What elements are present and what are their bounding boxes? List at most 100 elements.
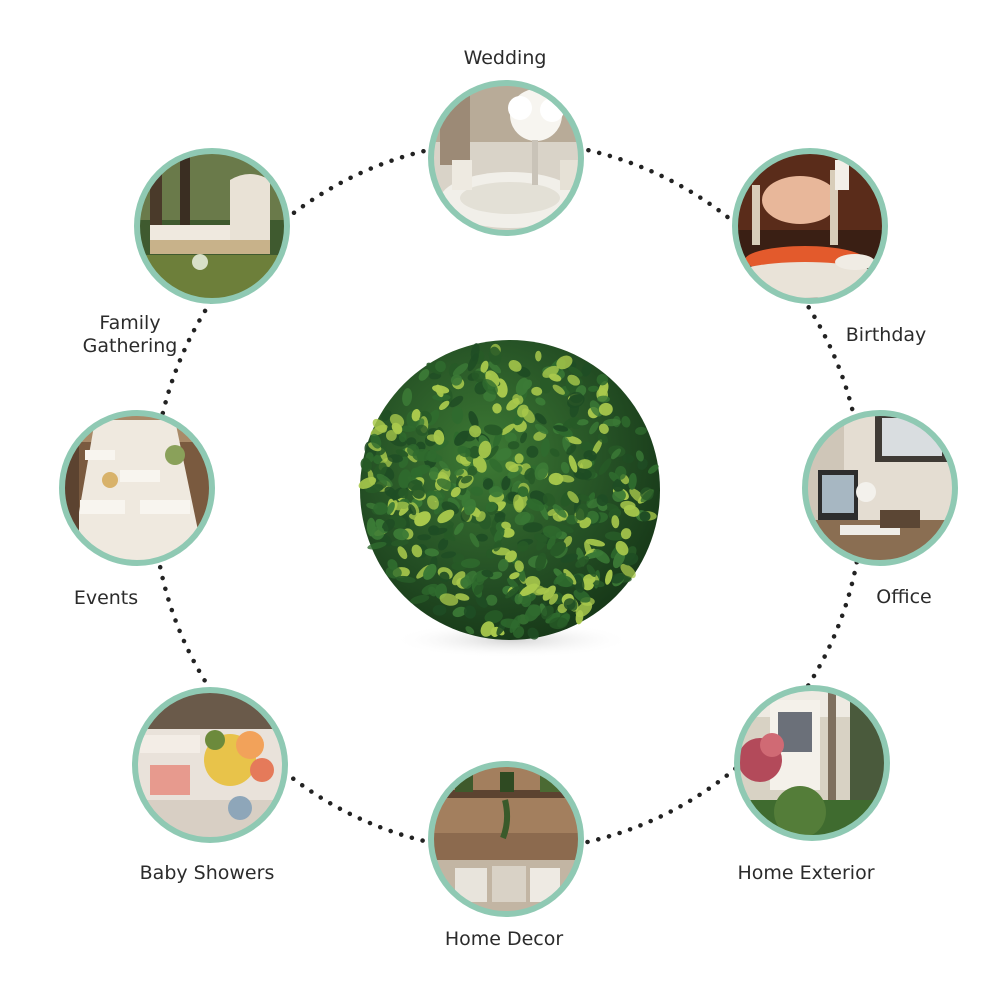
leaf xyxy=(592,580,605,588)
home-decor-photo-circle xyxy=(428,761,584,917)
leaf xyxy=(573,589,591,603)
leaf xyxy=(396,575,416,583)
leaf xyxy=(577,494,590,502)
leaf xyxy=(517,486,529,497)
leaf xyxy=(542,493,556,507)
leaf xyxy=(427,495,439,510)
leaf xyxy=(439,571,450,583)
leaf xyxy=(495,448,512,461)
leaf xyxy=(524,467,535,480)
leaf xyxy=(507,441,520,450)
leaf xyxy=(485,445,499,460)
leaf xyxy=(436,478,454,490)
leaf xyxy=(535,533,548,551)
leaf xyxy=(455,593,470,601)
leaf xyxy=(465,626,475,635)
leaf xyxy=(408,504,417,516)
leaf xyxy=(527,627,539,640)
leaf xyxy=(553,572,567,585)
label-home-decor: Home Decor xyxy=(444,928,564,950)
leaf xyxy=(471,370,487,383)
leaf xyxy=(514,453,524,464)
leaf xyxy=(596,494,609,507)
leaf xyxy=(450,487,461,498)
leaf xyxy=(480,360,489,373)
leaf xyxy=(407,444,420,457)
leaf xyxy=(384,486,397,498)
leaf xyxy=(597,433,608,444)
wedding-photo-circle xyxy=(428,80,584,236)
leaf xyxy=(640,487,654,501)
leaf xyxy=(488,486,504,497)
leaf xyxy=(575,601,593,618)
baby-showers-photo-circle xyxy=(132,687,288,843)
office-photo-circle xyxy=(802,410,958,566)
leaf xyxy=(439,460,450,472)
leaf xyxy=(457,445,471,458)
leaf xyxy=(583,450,597,462)
leaf xyxy=(411,408,421,422)
leaf xyxy=(372,418,387,433)
leaf xyxy=(451,571,466,586)
leaf xyxy=(568,366,583,377)
leaf xyxy=(635,450,644,462)
leaf xyxy=(469,425,482,438)
leaf xyxy=(469,445,481,459)
leaf xyxy=(637,458,648,470)
leaf xyxy=(432,604,447,616)
leaf xyxy=(566,444,577,455)
leaf xyxy=(520,432,528,444)
leaf xyxy=(534,423,549,435)
leaf xyxy=(393,424,403,435)
leaf xyxy=(406,437,417,447)
leaf xyxy=(614,465,627,480)
leaf xyxy=(482,379,498,395)
leaf xyxy=(546,535,556,550)
leaf xyxy=(382,518,395,532)
leaf xyxy=(435,384,444,398)
leaf xyxy=(560,461,570,474)
leaf xyxy=(508,360,522,372)
leaf xyxy=(560,553,578,563)
leaf xyxy=(628,473,637,490)
leaf xyxy=(469,533,480,548)
leaf xyxy=(589,421,599,435)
leaf xyxy=(423,563,437,580)
leaf xyxy=(393,528,409,541)
leaf xyxy=(556,523,574,533)
leaf xyxy=(598,423,609,434)
leaf xyxy=(433,440,449,451)
leaf xyxy=(424,548,439,557)
leaf xyxy=(433,497,444,515)
leaf xyxy=(514,560,524,573)
leaf xyxy=(615,540,629,556)
leaf xyxy=(509,572,520,580)
leaf xyxy=(478,440,492,459)
leaf xyxy=(540,375,552,394)
leaf xyxy=(635,426,647,435)
leaf xyxy=(588,385,599,392)
leaf xyxy=(520,583,538,597)
leaf xyxy=(605,569,613,585)
leaf xyxy=(488,346,502,366)
leaf xyxy=(451,406,464,425)
leaf xyxy=(437,509,455,524)
leaf xyxy=(454,522,464,535)
label-family-line2: Gathering xyxy=(82,335,178,357)
leaf xyxy=(410,594,430,604)
label-family-gathering: Family Gathering xyxy=(83,312,178,358)
topiary-ball-image xyxy=(358,340,660,658)
leaf xyxy=(598,402,613,416)
leaf xyxy=(596,373,608,386)
leaf xyxy=(552,504,567,518)
leaf xyxy=(414,464,431,475)
leaf xyxy=(556,355,573,370)
leaf xyxy=(513,414,524,426)
leaf xyxy=(411,544,423,558)
leaf xyxy=(622,552,639,566)
leaf xyxy=(573,468,592,480)
leaf xyxy=(475,533,488,542)
leaf xyxy=(541,605,554,620)
leaf xyxy=(535,397,546,406)
leaf xyxy=(586,564,597,577)
